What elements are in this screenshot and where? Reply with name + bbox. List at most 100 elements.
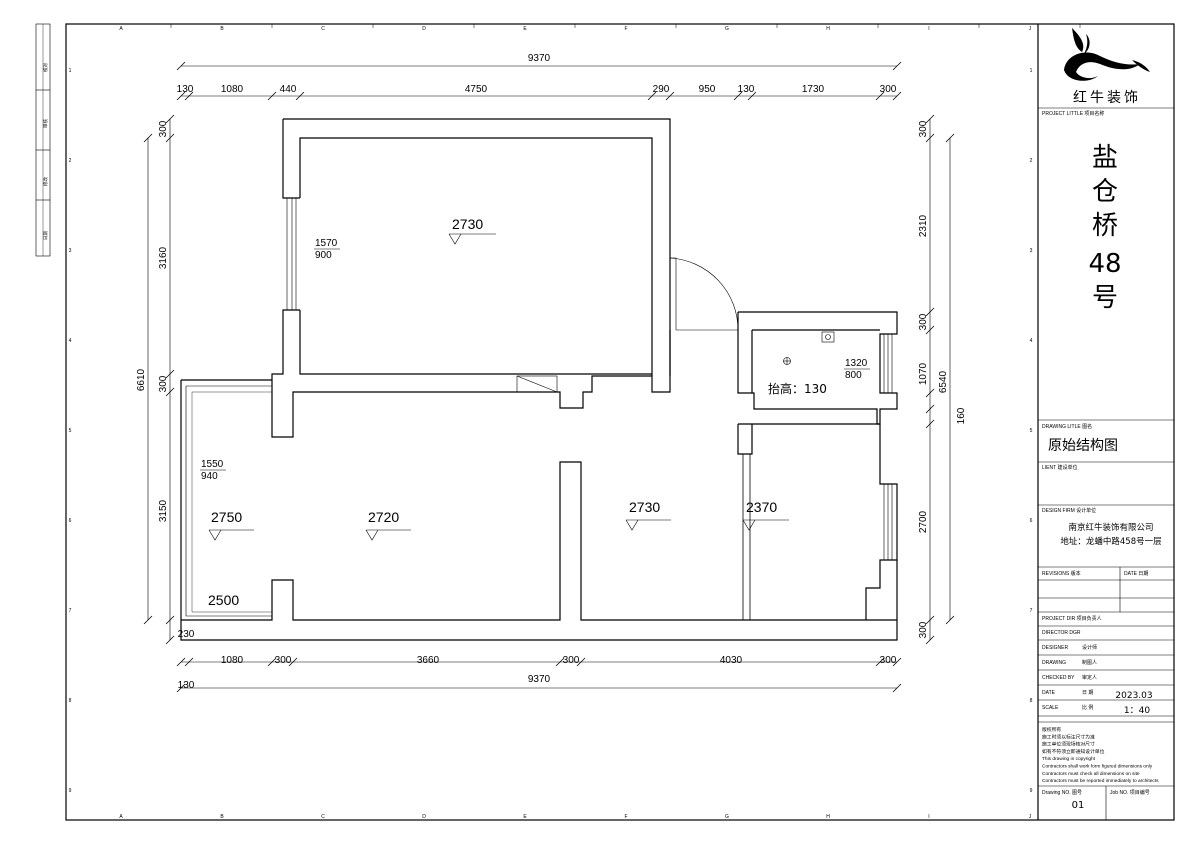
dim-left-total: 6610	[136, 368, 147, 391]
dim-right-seg: 300	[918, 120, 929, 137]
dim-tick	[925, 114, 935, 124]
dim-left-seg: 3150	[158, 499, 169, 522]
dim-tick	[875, 657, 885, 667]
dim-tick	[143, 615, 153, 625]
design-firm-address: 地址：龙蟠中路458号一层	[1060, 536, 1161, 547]
window-tag-w: 1550	[201, 459, 224, 470]
dim-tick	[165, 114, 175, 124]
grid-number: 2	[69, 158, 72, 164]
dim-bottom-seg: 130	[178, 680, 195, 691]
floor-raise-note: 抬高：130	[768, 381, 827, 396]
dim-tick	[733, 91, 743, 101]
note-line: Contractors must be reported immediately…	[1042, 778, 1159, 784]
dim-tick	[176, 61, 186, 71]
checked-by-label: CHECKED BY	[1042, 675, 1075, 681]
grid-number: 3	[1030, 248, 1033, 254]
dim-tick	[892, 61, 902, 71]
dim-tick	[295, 91, 305, 101]
dim-tick	[176, 91, 186, 101]
dim-top-seg: 130	[177, 84, 194, 95]
grid-letter: H	[826, 26, 830, 32]
titleblock-lines	[1038, 107, 1174, 820]
grid-number: 9	[1030, 788, 1033, 794]
project-name-char: 号	[1092, 283, 1118, 313]
dim-bottom-seg: 300	[880, 655, 897, 666]
date-label: DATE	[1042, 690, 1056, 696]
grid-letter: B	[220, 814, 224, 820]
drawing-title: 原始结构图	[1048, 438, 1118, 454]
dim-tick	[176, 657, 186, 667]
dim-top-seg: 290	[653, 84, 670, 95]
dim-top-seg: 300	[880, 84, 897, 95]
grid-letter: H	[826, 814, 830, 820]
dim-tick	[875, 91, 885, 101]
windows	[286, 198, 893, 560]
grid-number: 5	[69, 428, 72, 434]
design-firm-name: 南京红牛装饰有限公司	[1068, 522, 1153, 533]
note-line: 施工单位须现场核对尺寸	[1042, 741, 1095, 748]
window-tag-h: 800	[845, 370, 862, 381]
grid-letter: C	[321, 814, 325, 820]
window-tag-h: 940	[201, 471, 218, 482]
dim-tick	[892, 657, 902, 667]
grid-number: 9	[69, 788, 72, 794]
grid-number: 8	[69, 698, 72, 704]
window-tags	[200, 248, 870, 471]
dim-tick	[647, 91, 657, 101]
window-tag-w: 1570	[315, 238, 338, 249]
dim-tick	[945, 615, 955, 625]
dim-tick	[165, 369, 175, 379]
note-line: 如有不符须立即通知设计单位	[1042, 748, 1105, 755]
drawing-no-value: 01	[1072, 800, 1085, 811]
walls	[180, 118, 898, 641]
dimension-ticks	[143, 61, 955, 693]
level-2730-bedroom: 2730	[452, 216, 483, 232]
project-name-char: 仓	[1092, 177, 1118, 207]
dim-top-seg: 130	[738, 84, 755, 95]
date-cn-label: 日 期	[1082, 690, 1093, 696]
dim-tick	[665, 91, 675, 101]
grid-letter: E	[523, 814, 527, 820]
note-line: Contractors must check all dimensions on…	[1042, 771, 1140, 777]
scale-value: 1：40	[1124, 706, 1150, 716]
grid-letter: J	[1029, 814, 1032, 820]
dim-tick	[555, 657, 565, 667]
brand-name: 红牛装饰	[1073, 90, 1141, 106]
design-firm-label: DESIGN FIRM 设计单位	[1042, 507, 1096, 514]
dim-right-seg: 2310	[918, 214, 929, 237]
grid-letter: F	[624, 814, 627, 820]
grid-letter: I	[928, 26, 929, 32]
level-2720: 2720	[368, 509, 399, 525]
grid-number: 8	[1030, 698, 1033, 704]
notes: 版权所有施工时须以标注尺寸为准施工单位须现场核对尺寸如有不符须立即通知设计单位T…	[1042, 726, 1159, 784]
dim-right-seg: 300	[918, 313, 929, 330]
grid-number: 3	[69, 248, 72, 254]
director-label: DIRECTOR DGR	[1042, 630, 1081, 636]
dim-tick	[892, 683, 902, 693]
project-name-char: 盐	[1092, 143, 1118, 173]
grid-number: 4	[1030, 338, 1033, 344]
dim-tick	[267, 657, 277, 667]
dimension-lines	[147, 65, 951, 689]
dim-tick	[925, 133, 935, 143]
scale-label: SCALE	[1042, 705, 1059, 711]
grid-number: 6	[1030, 518, 1033, 524]
grid-letter: A	[119, 814, 123, 820]
dim-tick	[925, 404, 935, 414]
left-strip-label: 日期	[43, 231, 49, 240]
dim-tick	[576, 657, 586, 667]
date-value: 2023.03	[1115, 691, 1152, 701]
dim-tick	[184, 657, 194, 667]
grid-number: 5	[1030, 428, 1033, 434]
dim-top-seg: 1730	[802, 84, 825, 95]
grid-letter: J	[1029, 26, 1032, 32]
dim-bottom-seg: 1080	[221, 655, 244, 666]
sheet-border	[65, 23, 1175, 821]
grid-letter: C	[321, 26, 325, 32]
grid-letter: G	[725, 26, 729, 32]
dim-tick	[747, 91, 757, 101]
dim-right-seg: 160	[956, 407, 967, 424]
dim-bottom-total: 9370	[528, 674, 551, 685]
drawing-by-label: DRAWING	[1042, 660, 1066, 666]
